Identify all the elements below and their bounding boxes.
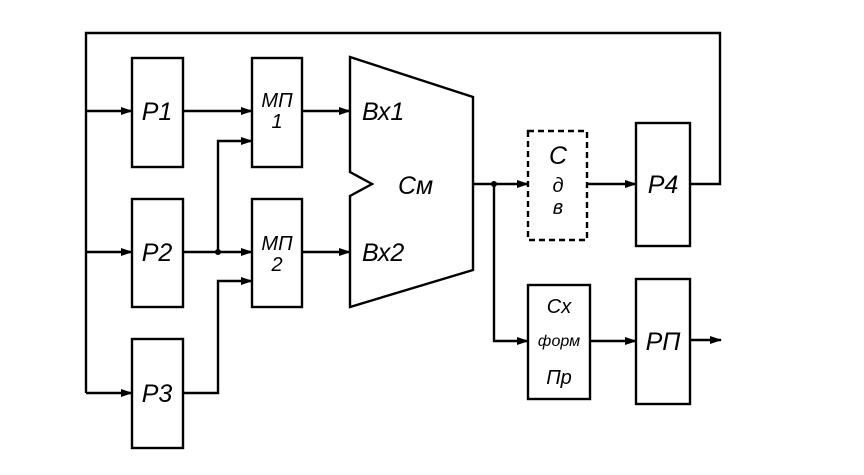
junction-dot xyxy=(215,249,221,255)
adder-input-1-label: Вх1 xyxy=(362,98,404,126)
register-p4: P4 xyxy=(634,121,692,248)
wire-p3-mp2 xyxy=(183,277,253,395)
junction-dot xyxy=(491,181,497,187)
feature-forming-circuit: Сх форм Пр xyxy=(526,283,592,401)
feature-forming-circuit-line-3: Пр xyxy=(546,367,572,389)
multiplexer-1-label: МП xyxy=(261,90,293,112)
register-p1-label: P1 xyxy=(142,98,173,126)
shifter-label-line-1: С xyxy=(549,142,568,170)
adder: Вх1 Вх2 См xyxy=(348,55,475,309)
feature-forming-circuit-line-2: форм xyxy=(538,333,580,350)
shifter: С д в xyxy=(526,129,589,242)
wires xyxy=(84,31,722,397)
shifter-label-line-2: д xyxy=(552,175,563,197)
register-p1: P1 xyxy=(130,56,185,169)
register-rp: РП xyxy=(634,277,692,406)
wire-p2-mp1 xyxy=(216,137,253,252)
register-rp-label: РП xyxy=(646,328,682,356)
feedback-wire xyxy=(84,31,722,393)
adder-input-2-label: Вх2 xyxy=(362,239,404,267)
shifter-label-line-3: в xyxy=(553,197,563,219)
wire-adder-sxformpr xyxy=(492,184,529,345)
adder-label: См xyxy=(398,172,433,200)
multiplexer-1-number: 1 xyxy=(271,111,282,133)
multiplexer-2-label: МП xyxy=(261,233,293,255)
register-p2: P2 xyxy=(130,197,185,309)
register-p4-label: P4 xyxy=(648,171,679,199)
register-p3: P3 xyxy=(130,337,185,450)
multiplexer-2: МП 2 xyxy=(250,197,304,309)
multiplexer-2-number: 2 xyxy=(270,254,282,276)
register-p3-label: P3 xyxy=(142,380,173,408)
multiplexer-1: МП 1 xyxy=(250,56,304,169)
register-p2-label: P2 xyxy=(142,239,173,267)
feature-forming-circuit-line-1: Сх xyxy=(547,296,572,318)
